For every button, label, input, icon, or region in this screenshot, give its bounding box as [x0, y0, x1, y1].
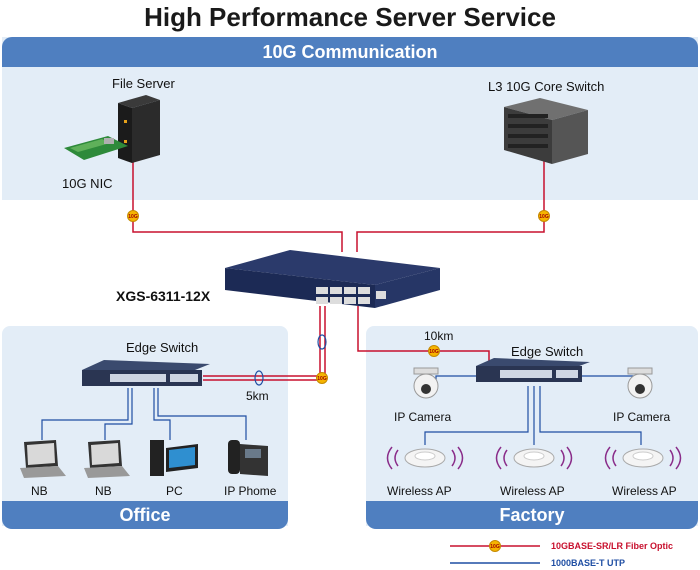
factory-panel	[366, 326, 698, 526]
core-switch-label: L3 10G Core Switch	[488, 79, 605, 94]
badge-10g-legend: 10G	[489, 540, 501, 552]
pc-label: PC	[166, 484, 183, 498]
ip-camera-icon-left	[413, 367, 439, 399]
office-edge-switch-icon	[82, 360, 210, 386]
office-edge-switch-label: Edge Switch	[126, 340, 199, 355]
nb-label-2: NB	[95, 484, 112, 498]
wireless-ap-label-3: Wireless AP	[612, 484, 677, 498]
ip-phone-label: IP Phome	[224, 484, 277, 498]
nb-icon-2	[84, 440, 130, 478]
nb-label-1: NB	[31, 484, 48, 498]
top-banner: 10G Communication	[2, 37, 698, 67]
file-server-icon	[118, 95, 160, 163]
factory-edge-switch-label: Edge Switch	[511, 344, 584, 359]
ip-camera-icon-right	[627, 367, 653, 399]
wireless-ap-icon-3	[604, 446, 682, 470]
core-switch-icon	[504, 98, 588, 164]
nic-label: 10G NIC	[62, 176, 113, 191]
factory-edge-switch-icon	[476, 358, 590, 382]
badge-10g-factory: 10G	[428, 345, 440, 357]
ip-phone-icon	[228, 440, 268, 476]
office-panel	[2, 326, 288, 526]
wireless-ap-label-2: Wireless AP	[500, 484, 565, 498]
office-banner: Office	[2, 501, 288, 529]
nb-icon-1	[20, 440, 66, 478]
file-server-label: File Server	[112, 76, 175, 91]
legend-utp-label: 1000BASE-T UTP	[551, 558, 626, 568]
wireless-ap-icon-2	[495, 446, 573, 470]
legend-fiber-label: 10GBASE-SR/LR Fiber Optic	[551, 541, 674, 551]
wireless-ap-icon-1	[386, 446, 464, 470]
factory-utp-links	[424, 375, 642, 445]
ip-camera-label-right: IP Camera	[613, 410, 671, 424]
factory-distance-label: 10km	[424, 329, 454, 343]
main-switch-icon	[225, 250, 440, 308]
page-title: High Performance Server Service	[144, 2, 556, 32]
pc-icon	[150, 440, 198, 476]
badge-10g-fileserver: 10G	[127, 210, 139, 222]
ip-camera-label-left: IP Camera	[394, 410, 452, 424]
nic-icon	[64, 136, 128, 160]
main-switch-label: XGS-6311-12X	[116, 288, 211, 304]
wireless-ap-label-1: Wireless AP	[387, 484, 452, 498]
badge-10g-office: 10G	[316, 372, 328, 384]
factory-banner: Factory	[366, 501, 698, 529]
badge-10g-core: 10G	[538, 210, 550, 222]
office-distance-label: 5km	[246, 389, 269, 403]
office-utp-links	[41, 388, 247, 440]
